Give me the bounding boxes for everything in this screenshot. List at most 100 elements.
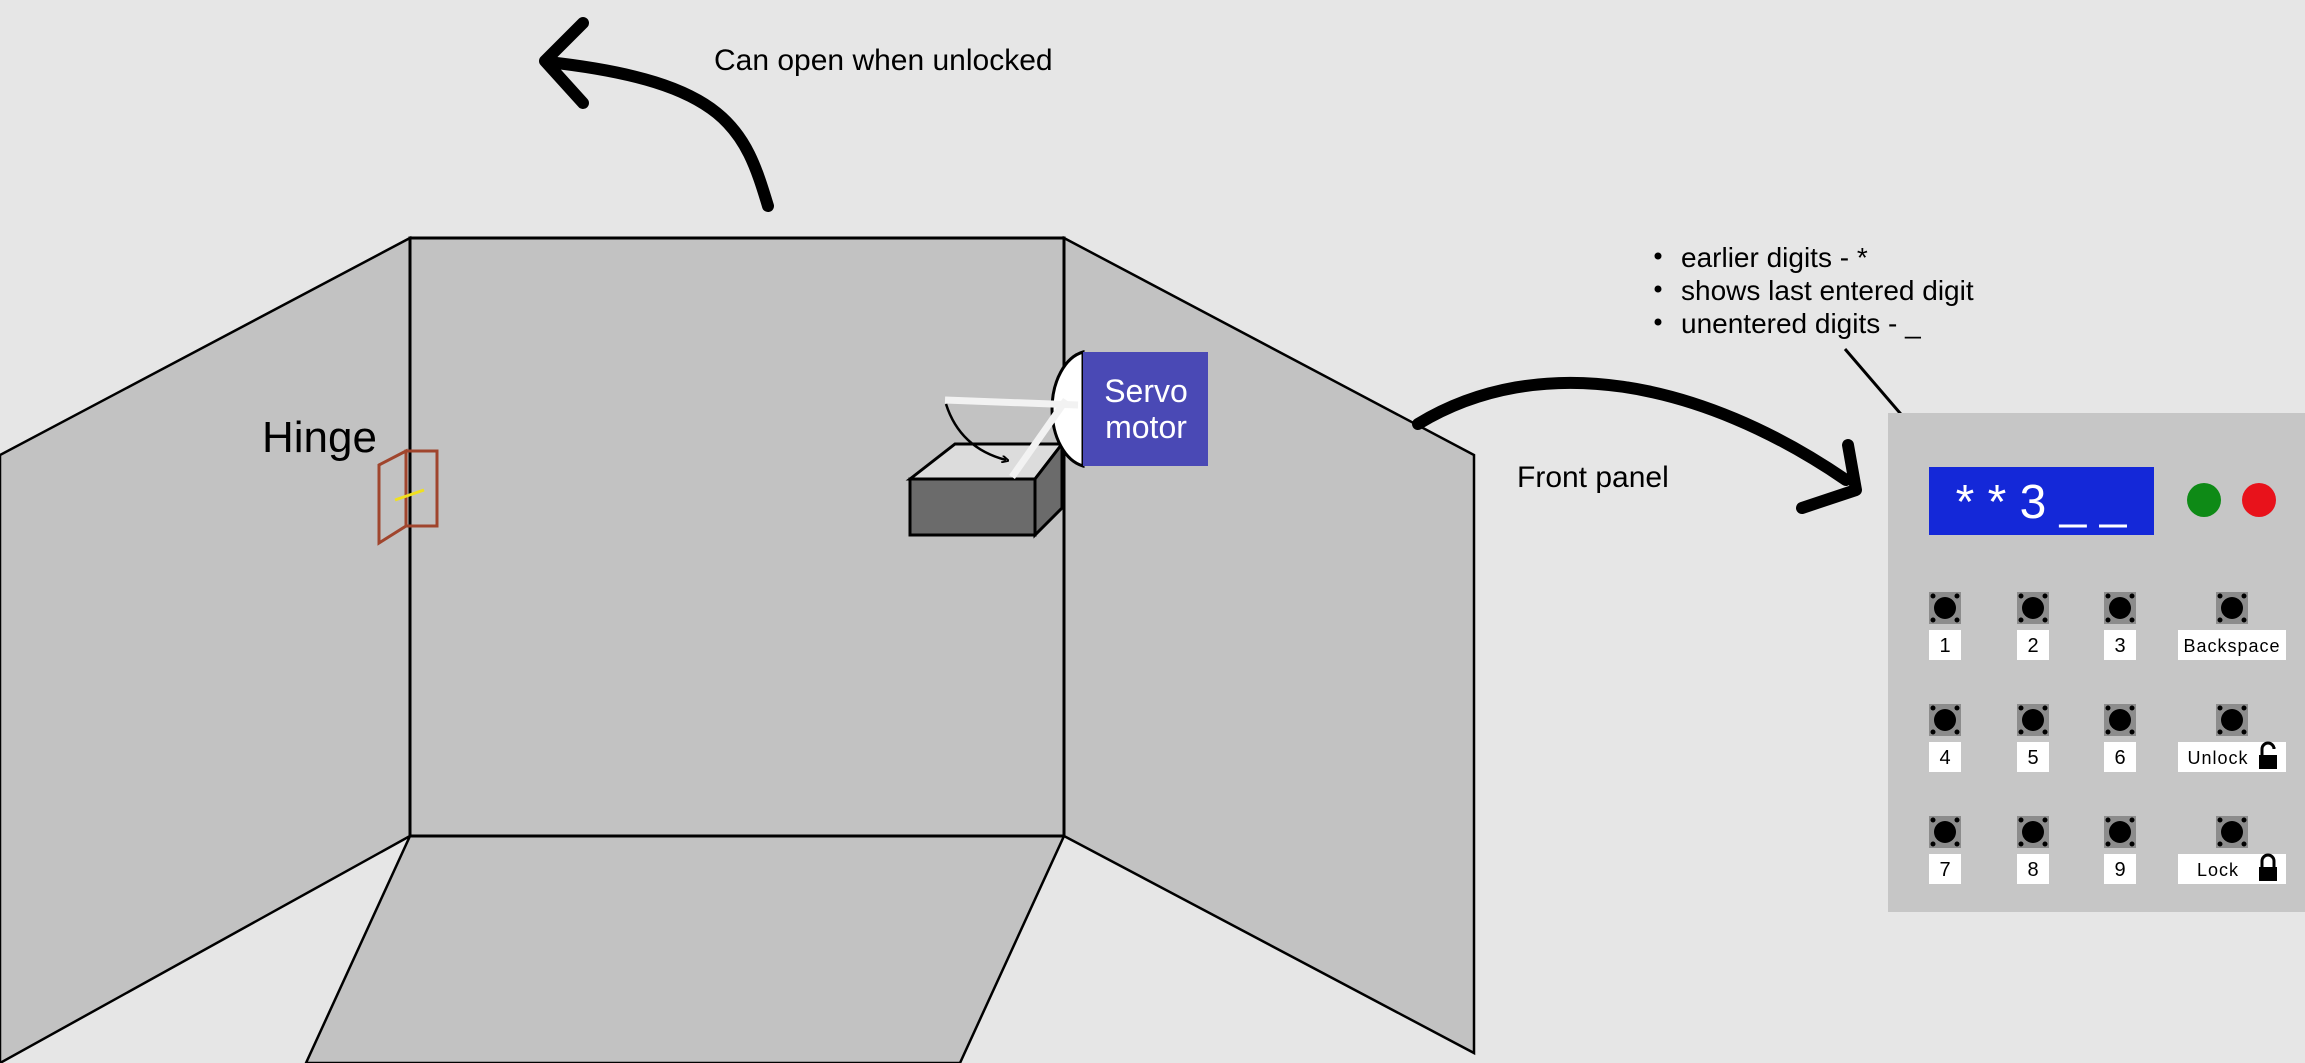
key-label-box [1929,742,1961,772]
latch-box-side [1033,439,1064,539]
floor [304,834,1066,1063]
button-pin [1954,729,1960,735]
button-pin [2129,705,2135,711]
note-item: shows last entered digit [1681,275,1974,306]
hinge-label: Hinge [262,413,377,462]
button-pin [2241,705,2247,711]
push-button-cap [2221,821,2243,843]
key-unlock[interactable]: Unlock [2178,704,2286,772]
button-pin [1930,817,1936,823]
display-notes: earlier digits - * shows last entered di… [1654,242,1974,339]
button-pin [2042,841,2048,847]
key-label-box [1929,630,1961,660]
button-pin [2018,841,2024,847]
push-button-cap [2022,597,2044,619]
key-2[interactable]: 2 [2017,592,2049,660]
key-label-box [2178,630,2286,660]
servo-arm-horizontal [944,396,1079,409]
button-pin [1930,617,1936,623]
locked-padlock-icon [2259,853,2277,881]
push-button-cap [1934,821,1956,843]
button-pin [2018,729,2024,735]
key-label: 5 [2027,747,2038,769]
button-pin [1930,593,1936,599]
button-pin [2241,817,2247,823]
button-pin [2018,705,2024,711]
key-lock[interactable]: Lock [2178,816,2286,884]
key-3[interactable]: 3 [2104,592,2136,660]
note-bullet [1654,285,1662,293]
key-label-box [2104,630,2136,660]
hinge-pin [394,488,425,502]
key-4[interactable]: 4 [1929,704,1961,772]
note-item: earlier digits - * [1681,242,1868,273]
push-button-cap [2022,821,2044,843]
button-pin [1930,729,1936,735]
key-label: 2 [2027,635,2038,657]
button-pin [1930,841,1936,847]
key-label: 9 [2114,859,2125,881]
rotation-arrow [944,403,1006,460]
key-backspace[interactable]: Backspace [2178,592,2286,660]
red-led [2242,483,2276,517]
button-pin [2241,593,2247,599]
button-pin [2241,841,2247,847]
button-pin [2018,617,2024,623]
button-pin [2129,617,2135,623]
button-pin [2042,705,2048,711]
key-label: 7 [1939,859,1950,881]
button-pin [2042,817,2048,823]
key-5[interactable]: 5 [2017,704,2049,772]
key-9[interactable]: 9 [2104,816,2136,884]
button-pin [2105,841,2111,847]
button-pin [2217,841,2223,847]
key-6[interactable]: 6 [2104,704,2136,772]
front-panel-label: Front panel [1517,461,1669,494]
button-pin [2105,617,2111,623]
open-note-label: Can open when unlocked [714,44,1053,77]
button-pin [2217,617,2223,623]
servo-label-line2: motor [1105,409,1187,445]
button-pin [2129,729,2135,735]
key-label: Unlock [2187,748,2248,768]
key-label-box [1929,854,1961,884]
front-panel-arrow [1412,376,1862,514]
button-pin [2018,593,2024,599]
hinge [377,448,439,546]
push-button-cap [2109,821,2131,843]
key-label-box [2017,630,2049,660]
green-led [2187,483,2221,517]
button-pin [2018,817,2024,823]
key-8[interactable]: 8 [2017,816,2049,884]
push-button-cap [1934,597,1956,619]
button-pin [2217,593,2223,599]
key-label: Lock [2197,860,2239,880]
unlocked-padlock-icon [2259,741,2277,769]
key-7[interactable]: 7 [1929,816,1961,884]
left-wall [0,235,412,1063]
button-pin [2042,729,2048,735]
button-pin [1930,705,1936,711]
servo-arm-diagonal [1009,397,1069,480]
key-label-box [2017,742,2049,772]
lockbox [0,235,1476,1063]
note-item: unentered digits - _ [1681,308,1921,339]
button-pin [2105,817,2111,823]
push-button-cap [2221,597,2243,619]
button-pin [2042,617,2048,623]
servo-label-line1: Servo [1104,373,1188,409]
button-pin [1954,817,1960,823]
key-1[interactable]: 1 [1929,592,1961,660]
button-pin [2042,593,2048,599]
note-bullet [1654,252,1662,260]
servo-horn [1050,350,1085,468]
button-pin [2105,729,2111,735]
push-button-cap [2109,709,2131,731]
key-label-box [2104,742,2136,772]
button-pin [2105,593,2111,599]
button-pin [1954,617,1960,623]
latch-mechanism: Servo motor [905,350,1208,539]
back-wall [408,236,1066,838]
